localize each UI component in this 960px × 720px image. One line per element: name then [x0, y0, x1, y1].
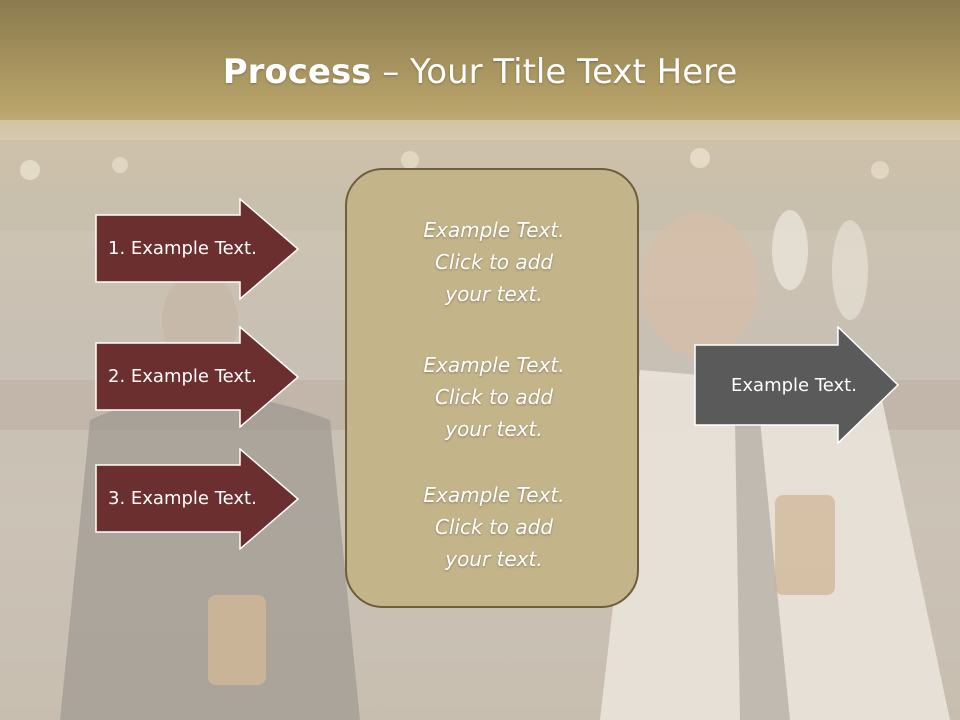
step-label: 1. Example Text. [108, 238, 257, 259]
center-line: Example Text. [423, 353, 565, 377]
center-line: Example Text. [423, 218, 565, 242]
step-arrow-2[interactable]: 2. Example Text. [95, 326, 300, 428]
center-content-box[interactable]: Example Text. Click to add your text. Ex… [345, 168, 639, 608]
title-rest: – Your Title Text Here [371, 52, 738, 92]
result-label: Example Text. [731, 374, 857, 396]
slide-title[interactable]: Process – Your Title Text Here [0, 52, 960, 92]
center-line: Example Text. [423, 483, 565, 507]
step-label: 2. Example Text. [108, 366, 257, 387]
center-line: Click to add [434, 250, 554, 274]
arrow-right-shape [95, 326, 300, 428]
center-text-block-1[interactable]: Example Text. Click to add your text. [347, 214, 641, 310]
arrow-right-shape [694, 326, 900, 444]
center-line: Click to add [434, 515, 554, 539]
center-line: Click to add [434, 385, 554, 409]
center-text-block-3[interactable]: Example Text. Click to add your text. [347, 479, 641, 575]
step-arrow-3[interactable]: 3. Example Text. [95, 448, 300, 550]
center-line: your text. [445, 417, 543, 441]
result-arrow[interactable]: Example Text. [694, 326, 900, 444]
step-arrow-1[interactable]: 1. Example Text. [95, 198, 300, 300]
arrow-right-shape [95, 198, 300, 300]
center-line: your text. [445, 282, 543, 306]
step-label: 3. Example Text. [108, 488, 257, 509]
center-text-block-2[interactable]: Example Text. Click to add your text. [347, 349, 641, 445]
title-bold: Process [222, 52, 372, 92]
center-line: your text. [445, 547, 543, 571]
arrow-right-shape [95, 448, 300, 550]
